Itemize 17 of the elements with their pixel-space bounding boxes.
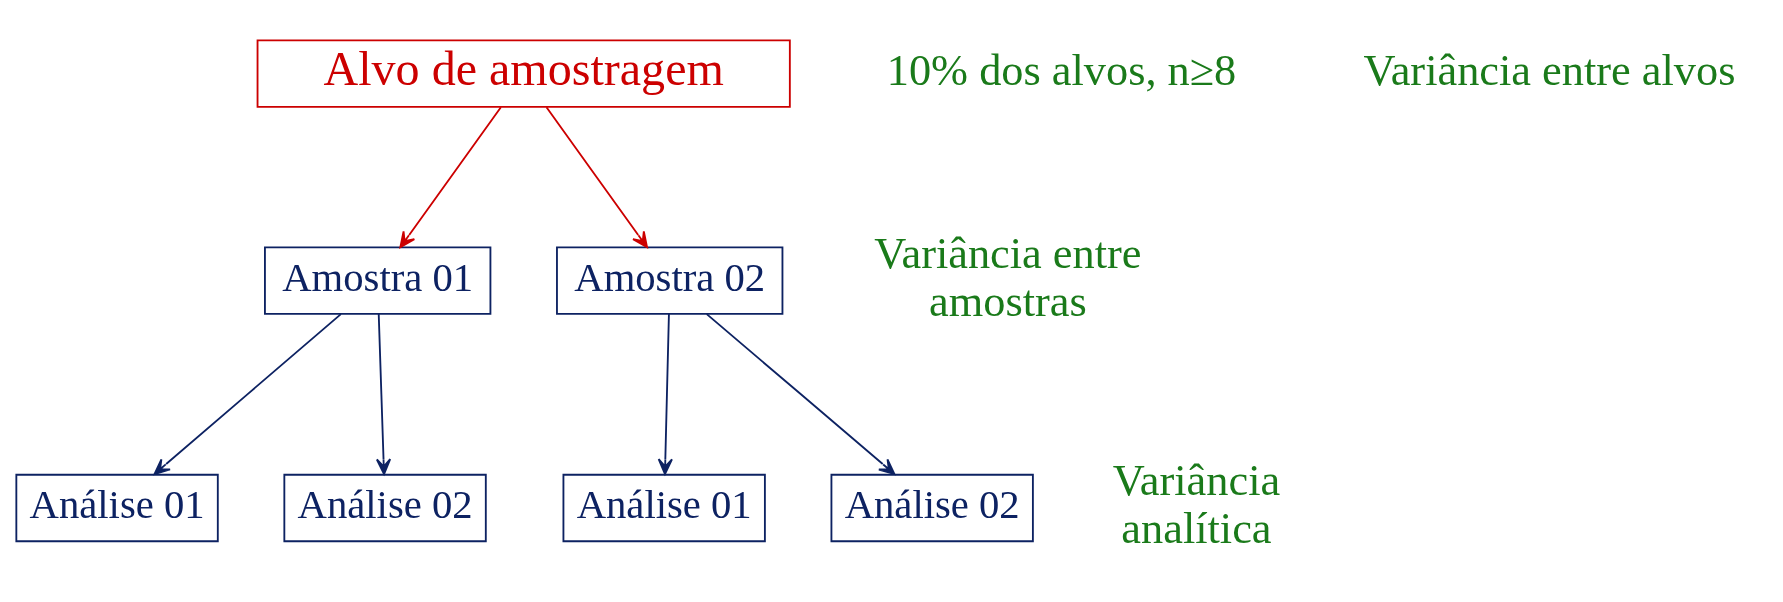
label: 10% dos alvos, n≥8 — [886, 45, 1237, 96]
node-box: Amostra 02 — [556, 246, 784, 315]
arrow — [657, 313, 673, 475]
arrow — [375, 313, 392, 475]
label: Variância entre alvos — [1363, 45, 1736, 96]
node-box: Análise 02 — [283, 473, 487, 543]
label: Variância analítica — [1112, 455, 1281, 554]
arrow — [153, 313, 342, 475]
node-box: Análise 01 — [15, 473, 219, 543]
arrow — [705, 313, 896, 475]
node-box: Alvo de amostragem — [256, 39, 791, 108]
arrow — [545, 106, 648, 249]
node-box: Análise 02 — [830, 473, 1034, 543]
label: Variância entre amostras — [874, 228, 1142, 327]
node-box: Análise 01 — [562, 473, 766, 543]
arrow — [399, 106, 502, 249]
node-box: Amostra 01 — [264, 246, 492, 315]
